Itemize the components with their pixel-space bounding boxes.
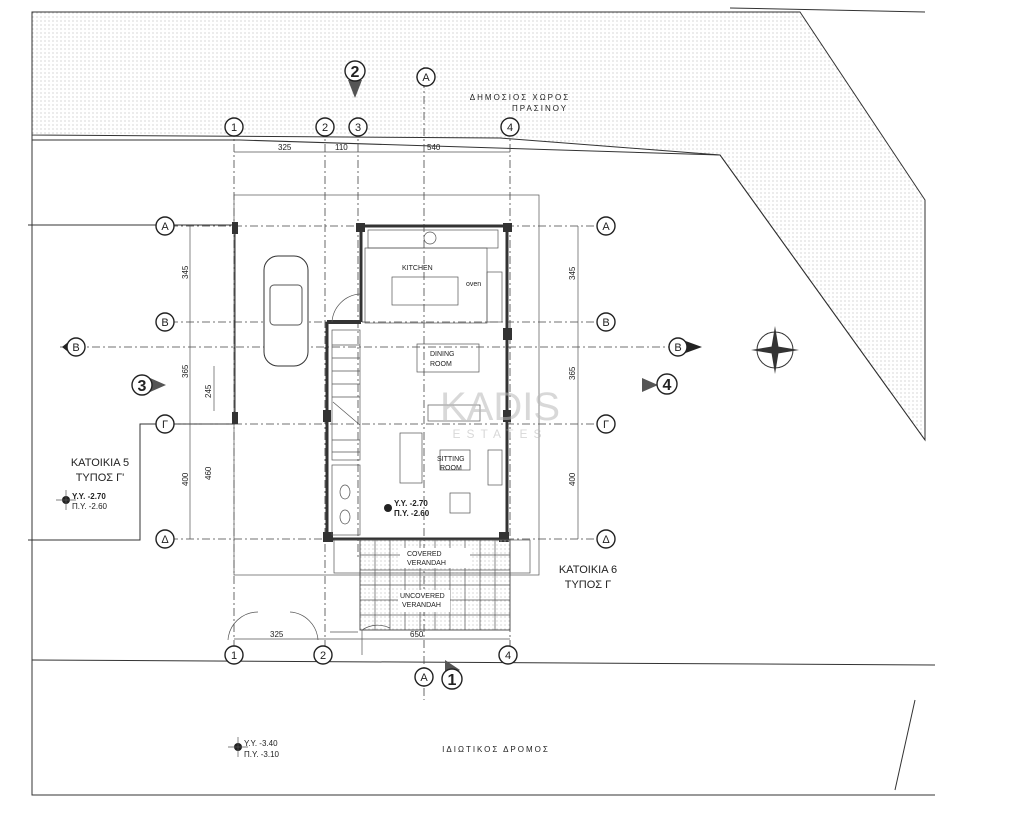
grid-column-label: 4 xyxy=(505,650,511,662)
section-marker-label: B xyxy=(72,342,79,354)
uncovered-verandah-label: UNCOVERED xyxy=(400,593,445,600)
section-marker-label: A xyxy=(420,672,428,684)
house6-type-label: ΤΥΠΟΣ Γ xyxy=(565,579,611,591)
level-value: Π.Υ. -2.60 xyxy=(72,502,108,511)
right-dimensions: 345 365 400 xyxy=(568,226,579,539)
road-corner-line xyxy=(894,699,916,791)
dimension-label: 400 xyxy=(568,472,577,486)
grid-row-label: Β xyxy=(602,317,609,329)
dimension-label: 110 xyxy=(335,143,348,152)
site-boundary xyxy=(31,12,935,796)
staircase xyxy=(331,329,361,461)
grid-row-label: Δ xyxy=(602,534,610,546)
grid-row-label: Β xyxy=(161,317,168,329)
oven-unit xyxy=(486,271,503,323)
dimension-label: 325 xyxy=(270,630,284,639)
dining-room-label: DINING xyxy=(430,351,455,358)
verandah: COVERED VERANDAH UNCOVERED VERANDAH xyxy=(333,539,531,631)
north-arrow-icon xyxy=(751,326,799,374)
kitchen-island xyxy=(391,276,459,306)
dimension-label: 345 xyxy=(568,266,577,280)
level-marker-house5: Υ.Υ. -2.70 Π.Υ. -2.60 xyxy=(56,490,108,511)
oven-label: oven xyxy=(466,281,481,288)
level-value: Υ.Υ. -2.70 xyxy=(394,499,428,508)
dining-table xyxy=(416,343,480,373)
grid-column-label: 1 xyxy=(231,122,237,134)
dimension-label: 400 xyxy=(181,472,190,486)
grid-row-label: Γ xyxy=(603,419,609,431)
dimension-label: 365 xyxy=(181,364,190,378)
covered-verandah-label: VERANDAH xyxy=(407,560,446,567)
elevation-markers: 2 1 3 4 xyxy=(131,60,678,690)
dimension-label: 650 xyxy=(410,630,424,639)
tv-unit xyxy=(487,449,503,486)
site-boundary-line xyxy=(729,7,926,13)
toilet-icon xyxy=(339,509,351,525)
dimension-label: 540 xyxy=(427,143,441,152)
house5-type-label: ΤΥΠΟΣ Γ' xyxy=(76,472,125,484)
elevation-marker-label: 2 xyxy=(351,64,360,81)
dimension-label: 325 xyxy=(278,143,292,152)
section-marker-label: A xyxy=(422,72,430,84)
grid-column-label: 3 xyxy=(355,122,361,134)
left-dimensions: 345 365 245 400 460 xyxy=(181,226,215,539)
grid-row-label: Δ xyxy=(161,534,169,546)
kitchen-label: KITCHEN xyxy=(402,265,433,272)
washbasin-icon xyxy=(339,484,351,500)
watermark-text: KADIS xyxy=(440,385,560,429)
grid-bubbles: 1 2 3 4 1 2 4 Α Β Γ Δ Α Β Γ Δ A A B B xyxy=(62,67,702,687)
level-value: Π.Υ. -3.10 xyxy=(244,750,280,759)
green-area-edge xyxy=(32,139,926,441)
bottom-dimensions: 325 650 xyxy=(234,630,510,640)
dimension-label: 245 xyxy=(204,384,213,398)
sitting-room-label: ROOM xyxy=(440,465,462,472)
sitting-room-label: SITTING xyxy=(437,456,465,463)
door-swing xyxy=(331,293,361,323)
grid-column-label: 2 xyxy=(320,650,326,662)
dining-room-label: ROOM xyxy=(430,361,452,368)
road-edge xyxy=(31,659,936,666)
watermark-logo: KADIS ESTATES xyxy=(440,385,560,441)
sink-icon xyxy=(423,231,437,245)
wc-room xyxy=(331,464,361,536)
uncovered-verandah-label: VERANDAH xyxy=(402,602,441,609)
level-value: Π.Υ. -2.60 xyxy=(394,509,430,518)
elevation-marker-label: 4 xyxy=(663,377,672,394)
elevation-marker-label: 3 xyxy=(138,378,147,395)
dimension-label: 460 xyxy=(204,466,213,480)
gate-swings xyxy=(227,611,391,655)
grid-column-label: 1 xyxy=(231,650,237,662)
level-marker-road: Υ.Υ. -3.40 Π.Υ. -3.10 xyxy=(228,737,280,759)
elevation-marker-label: 1 xyxy=(448,672,457,689)
level-marker-house: Υ.Υ. -2.70 Π.Υ. -2.60 xyxy=(384,499,430,518)
covered-verandah-label: COVERED xyxy=(407,551,442,558)
coffee-table xyxy=(439,449,471,471)
private-road-label: ΙΔΙΩΤΙΚΟΣ ΔΡΟΜΟΣ xyxy=(442,745,550,754)
dimension-label: 345 xyxy=(181,265,190,279)
grid-row-label: Α xyxy=(161,221,169,233)
sofa xyxy=(399,432,423,484)
top-dimensions: 325 110 540 xyxy=(234,143,510,153)
car-icon xyxy=(263,255,309,367)
grid-column-label: 4 xyxy=(507,122,513,134)
public-space-label: ΔΗΜΟΣΙΟΣ ΧΩΡΟΣ xyxy=(470,93,570,102)
level-value: Υ.Υ. -3.40 xyxy=(244,739,278,748)
sofa xyxy=(427,404,481,422)
grid-row-label: Α xyxy=(602,221,610,233)
watermark-subtext: ESTATES xyxy=(453,427,548,441)
level-value: Υ.Υ. -2.70 xyxy=(72,492,106,501)
section-marker-label: B xyxy=(674,342,681,354)
armchair xyxy=(449,492,471,514)
grid-row-label: Γ xyxy=(162,419,168,431)
house6-label: ΚΑΤΟΙΚΙΑ 6 xyxy=(559,564,617,576)
public-space-label: ΠΡΑΣΙΝΟΥ xyxy=(512,104,568,113)
house-walls xyxy=(323,223,512,542)
house5-label: ΚΑΤΟΙΚΙΑ 5 xyxy=(71,457,129,469)
dimension-label: 365 xyxy=(568,366,577,380)
grid-column-label: 2 xyxy=(322,122,328,134)
neighbour-boundary xyxy=(28,224,235,541)
